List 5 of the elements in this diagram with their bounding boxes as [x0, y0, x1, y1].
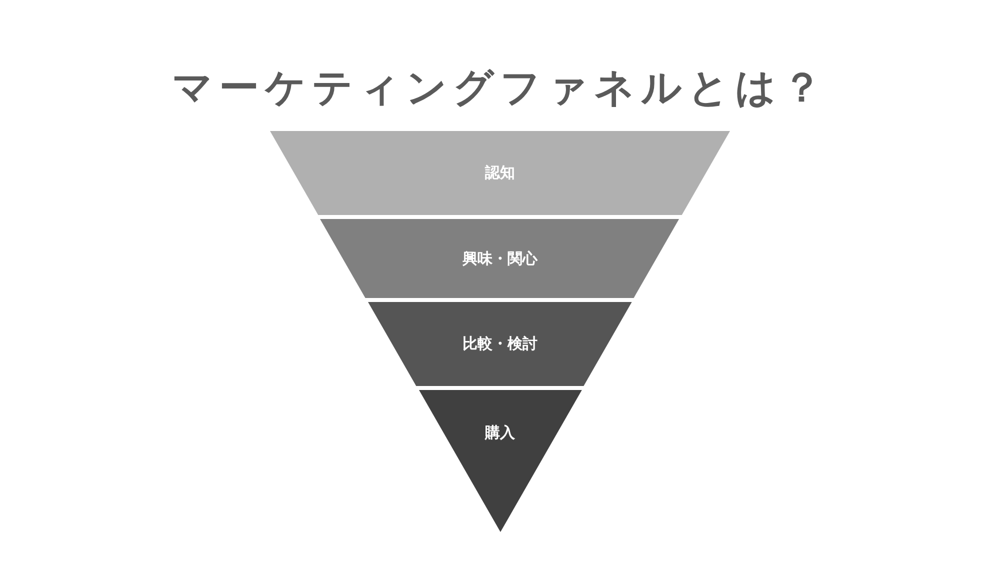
- stage-label: 購入: [484, 424, 515, 442]
- stage-label: 認知: [485, 164, 515, 182]
- stage-label: 興味・関心: [462, 249, 538, 268]
- stage-label: 比較・検討: [462, 334, 538, 354]
- title: マーケティングファネルとは？: [171, 64, 829, 113]
